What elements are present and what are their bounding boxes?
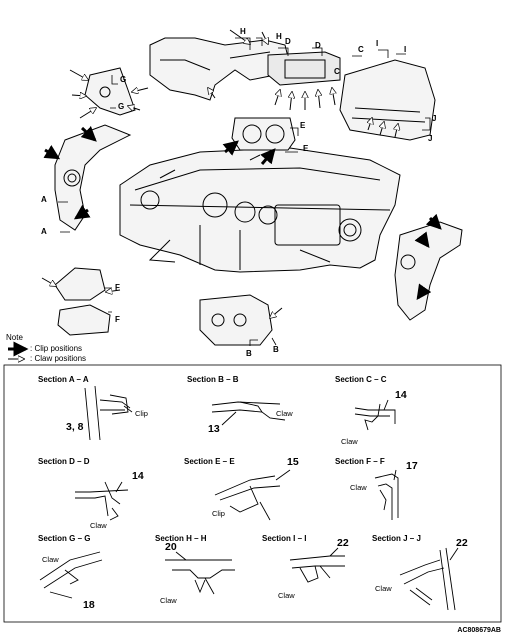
letter-i-2: I — [404, 45, 407, 54]
letter-d-2: D — [315, 41, 321, 50]
section-sketches — [39, 385, 459, 611]
section-c-title: Section C – C — [335, 375, 387, 384]
main-instrument-panel — [119, 147, 401, 273]
section-g-title: Section G – G — [38, 534, 91, 543]
letter-b-1: B — [246, 349, 252, 358]
letter-a-1: A — [41, 195, 47, 204]
figure-code: AC808679AB — [457, 627, 501, 634]
glove-box-cover — [339, 59, 436, 141]
section-j-claw-label: Claw — [375, 584, 392, 593]
center-lower-panel — [199, 294, 283, 346]
note-claw-label: : Claw positions — [30, 354, 87, 363]
section-f-claw-label: Claw — [350, 483, 367, 492]
section-b-title: Section B – B — [187, 375, 239, 384]
letter-j-1: J — [432, 114, 437, 123]
center-upper-panel — [267, 51, 341, 111]
right-side-panel — [394, 213, 463, 321]
section-b-sketch — [211, 401, 286, 426]
letter-h-1: H — [240, 27, 246, 36]
section-cut-lines — [58, 37, 431, 346]
cluster-bezel — [69, 67, 149, 119]
section-i-claw-label: Claw — [278, 591, 295, 600]
section-views-frame — [3, 364, 502, 623]
section-f-sketch — [374, 469, 399, 520]
letter-f-1: F — [115, 283, 120, 292]
letter-i-1: I — [376, 39, 379, 48]
section-a-part-number: 3, 8 — [66, 421, 84, 433]
left-side-panel — [43, 124, 132, 231]
section-d-part-number: 14 — [132, 470, 144, 482]
center-vent-panel — [222, 117, 296, 165]
section-j-part-number: 22 — [456, 537, 468, 549]
letter-e-2: E — [303, 144, 309, 153]
section-c-sketch — [354, 399, 396, 431]
meter-hood-upper — [149, 29, 291, 101]
section-f-part-number: 17 — [406, 460, 418, 472]
section-j-title: Section J – J — [372, 534, 421, 543]
letter-d-1: D — [285, 37, 291, 46]
section-c-part-number: 14 — [395, 389, 407, 401]
letter-c-1: C — [358, 45, 364, 54]
letter-g-1: G — [120, 75, 127, 84]
letter-j-2: J — [428, 134, 433, 143]
section-e-title: Section E – E — [184, 457, 235, 466]
letter-c-2: C — [334, 67, 340, 76]
section-e-sketch — [214, 469, 291, 521]
section-d-title: Section D – D — [38, 457, 90, 466]
legend — [8, 341, 29, 359]
section-g-sketch — [39, 551, 103, 599]
section-b-claw-label: Claw — [276, 409, 293, 418]
section-i-title: Section I – I — [262, 534, 307, 543]
section-j-sketch — [399, 547, 459, 611]
letter-a-2: A — [41, 227, 47, 236]
section-d-sketch — [75, 481, 129, 521]
section-g-part-number: 18 — [83, 599, 95, 611]
section-h-sketch — [165, 551, 235, 595]
letter-g-2: G — [118, 102, 125, 111]
section-a-title: Section A – A — [38, 375, 89, 384]
section-g-claw-label: Claw — [42, 555, 59, 564]
section-h-part-number: 20 — [165, 541, 177, 553]
section-i-sketch — [289, 547, 345, 583]
steering-column-covers — [41, 267, 121, 336]
section-d-claw-label: Claw — [90, 521, 107, 530]
letter-f-2: F — [115, 315, 120, 324]
section-h-claw-label: Claw — [160, 596, 177, 605]
section-e-part-number: 15 — [287, 456, 299, 468]
section-h-title: Section H – H — [155, 534, 207, 543]
section-a-sketch — [84, 385, 133, 441]
section-e-clip-label: Clip — [212, 509, 225, 518]
note-title: Note — [6, 333, 23, 342]
note-clip-label: : Clip positions — [30, 344, 83, 353]
letter-b-2: B — [273, 345, 279, 354]
section-a-clip-label: Clip — [135, 409, 148, 418]
section-i-part-number: 22 — [337, 537, 349, 549]
section-c-claw-label: Claw — [341, 437, 358, 446]
section-b-part-number: 13 — [208, 423, 220, 435]
section-f-title: Section F – F — [335, 457, 385, 466]
letter-h-2: H — [276, 32, 282, 41]
letter-e-1: E — [300, 121, 306, 130]
